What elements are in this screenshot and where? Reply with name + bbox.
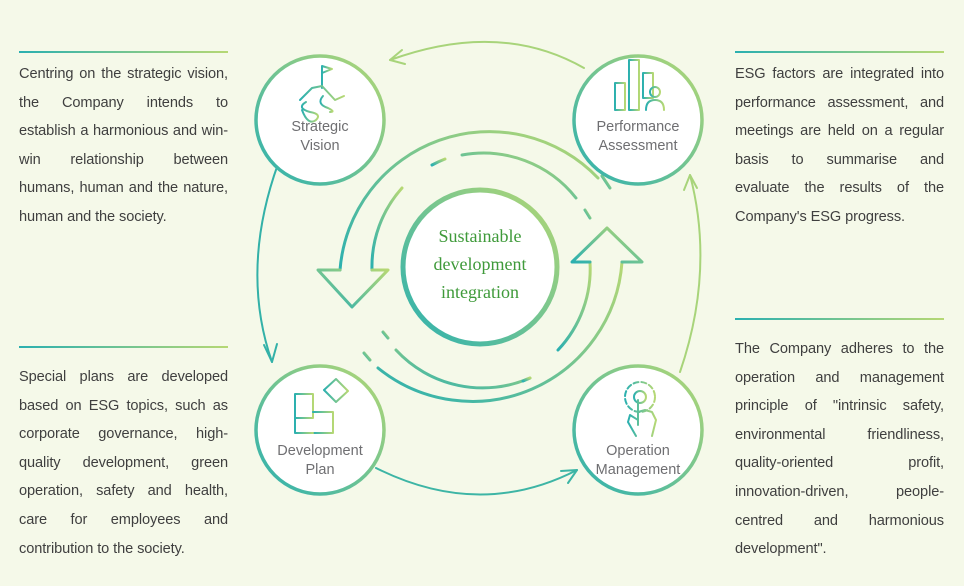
development-plan-node — [254, 364, 386, 496]
inner-arrow-down-left — [316, 130, 612, 309]
arrow-development-to-operation — [375, 467, 578, 496]
center-label: Sustainable development integration — [433, 226, 527, 302]
gear-touch-icon — [624, 381, 657, 437]
arrow-strategic-to-development — [256, 163, 279, 363]
arrow-operation-to-performance — [679, 174, 702, 373]
inner-arrow-up-right — [362, 226, 644, 403]
operation-management-node — [572, 364, 704, 496]
divider-bottom-left — [19, 346, 228, 348]
bar-chart-person-icon — [610, 59, 668, 113]
divider-top-left — [19, 51, 228, 53]
development-plan-description: Special plans are developed based on ESG… — [19, 369, 228, 557]
strategic-vision-description: Centring on the strategic vision, the Co… — [19, 66, 228, 225]
puzzle-icon — [294, 378, 349, 434]
operation-management-description: The Company adheres to the operation and… — [735, 341, 944, 558]
center-node — [400, 187, 560, 347]
divider-top-right — [735, 51, 944, 53]
performance-assessment-node — [572, 54, 704, 186]
mountain-flag-icon — [299, 65, 345, 123]
arrow-performance-to-strategic — [389, 40, 585, 69]
strategic-vision-node — [254, 54, 386, 186]
divider-bottom-right — [735, 318, 944, 320]
performance-assessment-description: ESG factors are integrated into performa… — [735, 66, 944, 225]
